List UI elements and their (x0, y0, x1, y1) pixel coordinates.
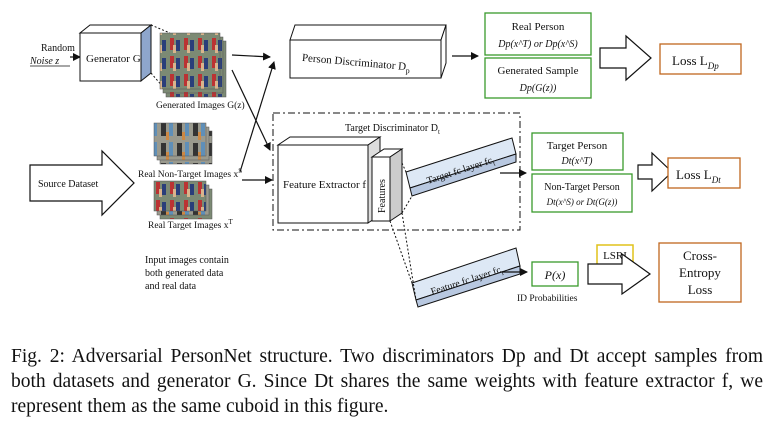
loss-dt-box: Loss LDt (667, 157, 741, 189)
generated-sample-box: Generated Sample Dp(G(z)) (484, 57, 592, 99)
target-fc-layer: Target fc layer fct (405, 137, 517, 197)
input-note-2: both generated data (145, 268, 224, 279)
target-discriminator-title: Target Discriminator Dt (345, 123, 440, 136)
svg-text:Dp(G(z)): Dp(G(z)) (519, 83, 557, 94)
generated-images-label: Generated Images G(z) (156, 100, 245, 111)
gen-to-dt-arrow (231, 69, 271, 151)
svg-text:Dt(x^T): Dt(x^T) (561, 156, 594, 167)
svg-text:Loss LDt: Loss LDt (676, 167, 721, 185)
svg-text:Target Person: Target Person (547, 140, 608, 152)
source-dataset-label: Source Dataset (38, 179, 98, 190)
real-to-dp-arrow (239, 61, 276, 173)
generated-images (159, 32, 227, 98)
real-target-images (153, 180, 213, 220)
feature-extractor-label: Feature Extractor f (283, 179, 366, 191)
svg-text:Generated Sample: Generated Sample (498, 65, 579, 77)
figure-caption: Fig. 2: Adversarial PersonNet structure.… (11, 346, 763, 417)
cross-entropy-box: Cross- Entropy Loss (658, 242, 742, 303)
person-discriminator-cuboid: Person Discriminator Dp (289, 24, 447, 79)
input-note-3: and real data (145, 281, 197, 292)
random-noise-label-1: Random (41, 43, 75, 54)
svg-text:Dt(x^S) or Dt(G(z)): Dt(x^S) or Dt(G(z)) (546, 197, 618, 207)
svg-text:LSRI: LSRI (603, 250, 627, 262)
non-target-person-box: Non-Target Person Dt(x^S) or Dt(G(z)) (531, 173, 633, 213)
svg-text:Real Person: Real Person (512, 21, 565, 33)
id-probabilities-label: ID Probabilities (517, 294, 578, 304)
gen-to-dp-arrow (231, 52, 271, 61)
dt-loss-arrow (637, 151, 673, 193)
features-cuboid: Features (370, 148, 404, 222)
input-note-1: Input images contain (145, 255, 229, 266)
svg-text:Loss LDp: Loss LDp (672, 53, 719, 71)
feature-extractor-cuboid: Feature Extractor f (276, 136, 382, 224)
target-person-box: Target Person Dt(x^T) (531, 132, 624, 171)
features-label: Features (377, 179, 388, 213)
svg-text:P(x): P(x) (544, 268, 566, 282)
real-target-label: Real Target Images xT (148, 218, 234, 231)
random-noise-label-2: Noise z (29, 56, 59, 67)
source-dataset-arrow: Source Dataset (29, 149, 135, 217)
feature-fc-layer: Feature fc layer fcr (411, 247, 521, 308)
svg-text:Dp(x^T) or Dp(x^S): Dp(x^T) or Dp(x^S) (497, 39, 578, 50)
dp-loss-arrow (599, 34, 652, 82)
loss-dp-box: Loss LDp (659, 43, 742, 75)
generator-cuboid: Generator G (78, 23, 153, 83)
real-person-box: Real Person Dp(x^T) or Dp(x^S) (484, 12, 592, 56)
real-non-target-label: Real Non-Target Images xS (138, 167, 242, 180)
svg-text:Entropy: Entropy (679, 265, 721, 280)
px-box: P(x) (531, 261, 579, 287)
ce-loss-arrow (587, 252, 652, 296)
svg-text:Loss: Loss (688, 282, 713, 297)
real-non-target-images (153, 122, 213, 165)
svg-text:Cross-: Cross- (683, 248, 717, 263)
generator-label: Generator G (86, 53, 141, 65)
structure-diagram: Random Noise z Generator G Generated Ima… (29, 12, 742, 308)
svg-text:Non-Target Person: Non-Target Person (544, 182, 620, 193)
